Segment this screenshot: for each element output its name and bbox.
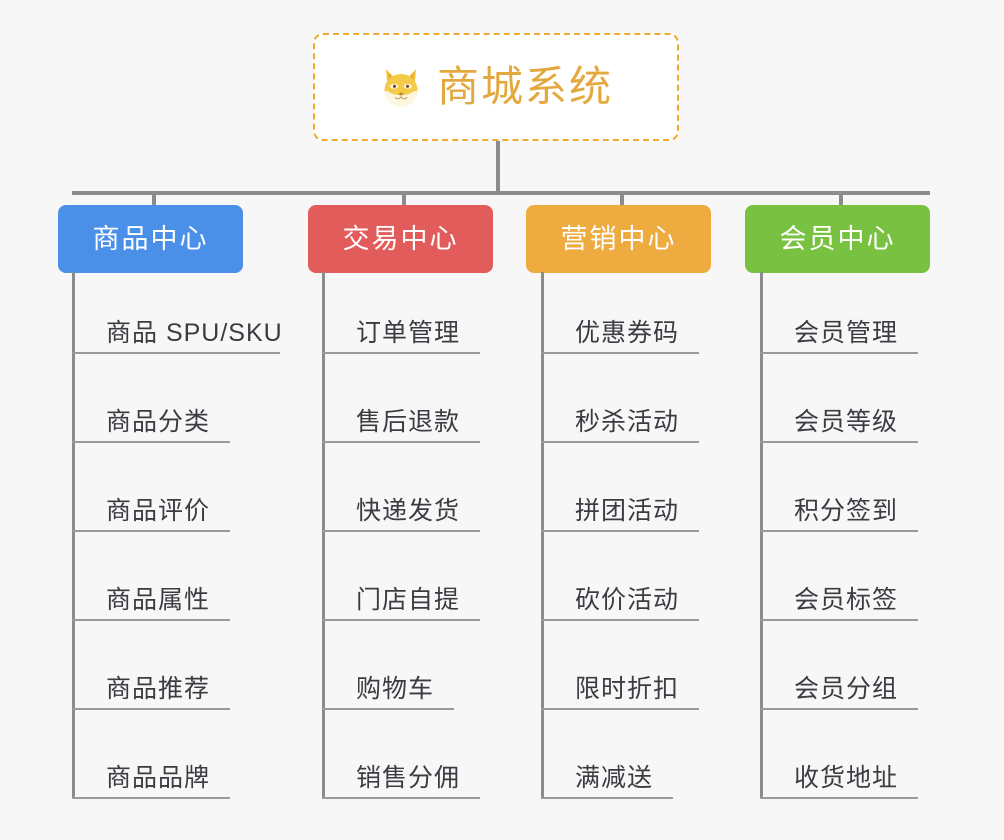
leaf-item-label: 门店自提 (356, 586, 461, 614)
leaf-item-label: 商品分类 (106, 408, 211, 436)
leaf-item-label: 砍价活动 (575, 586, 680, 614)
drop-line-3 (620, 191, 624, 205)
root-trunk-line (496, 141, 500, 193)
root-title: 商城系统 (436, 63, 613, 110)
leaf-underline (322, 797, 480, 799)
drop-line-2 (402, 191, 406, 205)
category-box-1[interactable]: 商品中心 (58, 205, 243, 273)
leaf-item-label: 订单管理 (356, 319, 461, 347)
leaf-underline (541, 441, 699, 443)
horizontal-rail-line (72, 191, 930, 195)
leaf-underline (322, 441, 480, 443)
column-spine-line (760, 272, 763, 799)
leaf-underline (541, 797, 673, 799)
leaf-underline (760, 352, 918, 354)
leaf-item-label: 商品评价 (106, 497, 211, 525)
drop-line-4 (839, 191, 843, 205)
leaf-underline (72, 708, 230, 710)
leaf-item-label: 拼团活动 (575, 497, 680, 525)
leaf-item-label: 商品推荐 (106, 675, 211, 703)
leaf-underline (72, 352, 280, 354)
category-label: 会员中心 (779, 223, 896, 254)
leaf-item-label: 商品品牌 (106, 764, 211, 792)
category-box-4[interactable]: 会员中心 (745, 205, 930, 273)
category-label: 交易中心 (342, 223, 459, 254)
drop-line-1 (152, 191, 156, 205)
leaf-item-label: 快递发货 (356, 497, 461, 525)
leaf-item-label: 售后退款 (356, 408, 461, 436)
column-spine-line (541, 272, 544, 799)
shiba-dog-face-icon (379, 65, 423, 109)
leaf-underline (322, 708, 454, 710)
leaf-item-label: 积分签到 (794, 497, 899, 525)
root-node[interactable]: 商城系统 (313, 33, 679, 141)
category-label: 营销中心 (560, 223, 677, 254)
leaf-underline (72, 619, 230, 621)
leaf-item-label: 购物车 (356, 675, 435, 703)
leaf-underline (541, 530, 699, 532)
leaf-item-label: 销售分佣 (356, 764, 461, 792)
leaf-underline (541, 352, 699, 354)
column-spine-line (72, 272, 75, 799)
leaf-item-label: 会员管理 (794, 319, 899, 347)
leaf-underline (541, 619, 699, 621)
leaf-underline (760, 708, 918, 710)
leaf-underline (72, 530, 230, 532)
category-label: 商品中心 (92, 223, 209, 254)
leaf-item-label: 会员分组 (794, 675, 899, 703)
leaf-item-label: 会员等级 (794, 408, 899, 436)
leaf-item-label: 商品 SPU/SKU (106, 319, 283, 347)
leaf-underline (760, 530, 918, 532)
leaf-item-label: 收货地址 (794, 764, 899, 792)
leaf-item-label: 优惠券码 (575, 319, 680, 347)
category-box-3[interactable]: 营销中心 (526, 205, 711, 273)
leaf-item-label: 会员标签 (794, 586, 899, 614)
leaf-underline (760, 619, 918, 621)
leaf-underline (760, 797, 918, 799)
leaf-underline (322, 352, 480, 354)
leaf-underline (322, 619, 480, 621)
leaf-item-label: 商品属性 (106, 586, 211, 614)
leaf-underline (760, 441, 918, 443)
leaf-item-label: 秒杀活动 (575, 408, 680, 436)
leaf-underline (541, 708, 699, 710)
category-box-2[interactable]: 交易中心 (308, 205, 493, 273)
column-spine-line (322, 272, 325, 799)
leaf-item-label: 满减送 (575, 764, 654, 792)
leaf-underline (322, 530, 480, 532)
leaf-underline (72, 797, 230, 799)
leaf-underline (72, 441, 230, 443)
leaf-item-label: 限时折扣 (575, 675, 680, 703)
